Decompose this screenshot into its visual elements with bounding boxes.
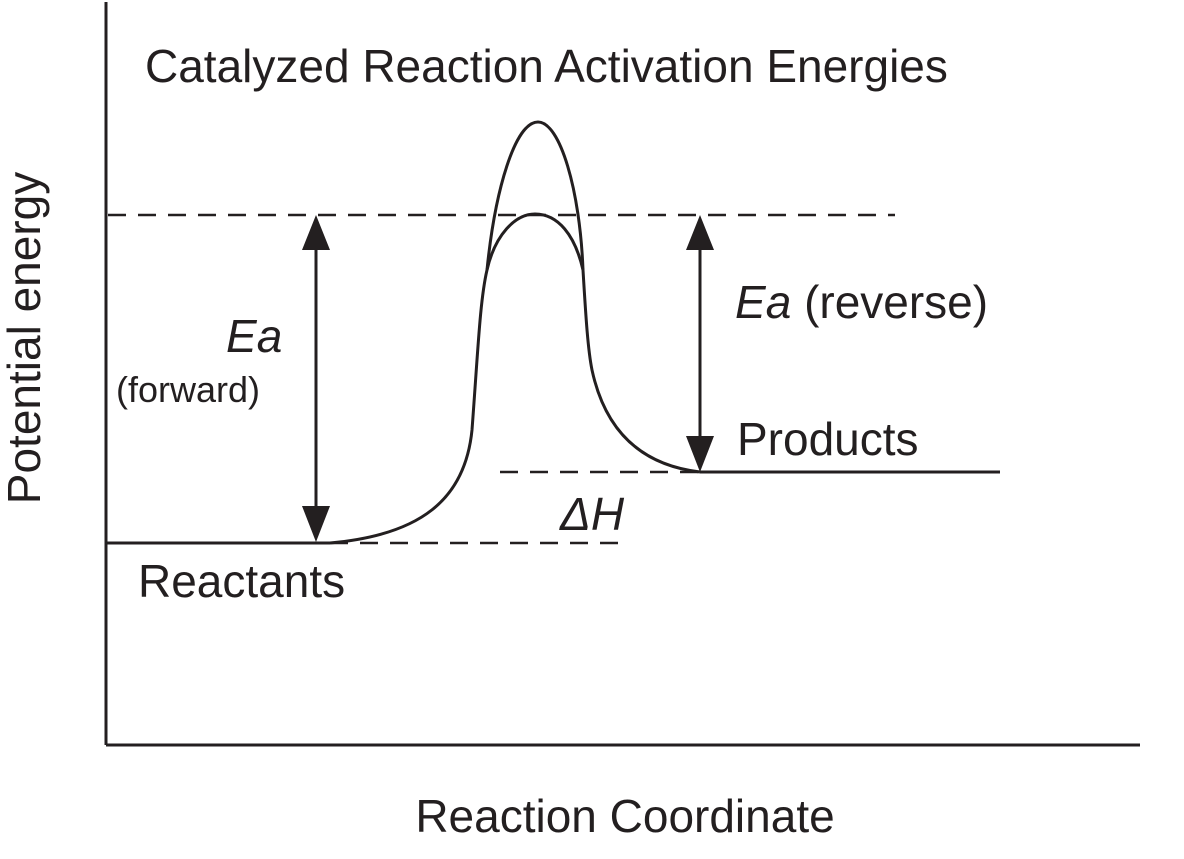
uncatalyzed-reaction-curve bbox=[329, 120, 701, 545]
ea-reverse-label: Ea (reverse) bbox=[735, 276, 988, 328]
x-axis-label: Reaction Coordinate bbox=[415, 790, 834, 842]
reverse-text: (reverse) bbox=[804, 276, 988, 328]
products-label: Products bbox=[737, 413, 919, 465]
ea-reverse-spacer bbox=[791, 276, 804, 328]
ea-forward-label: Ea bbox=[226, 310, 282, 362]
forward-label: (forward) bbox=[116, 369, 260, 410]
ea-reverse-symbol: E bbox=[735, 276, 767, 328]
ea-forward-arrow-up-head bbox=[302, 215, 330, 250]
y-axis-label: Potential energy bbox=[0, 172, 50, 504]
ea-forward-symbol: E bbox=[226, 310, 258, 362]
ea-forward-subscript: a bbox=[257, 310, 283, 362]
diagram-title: Catalyzed Reaction Activation Energies bbox=[145, 40, 948, 92]
ea-forward-arrow-down-head bbox=[302, 506, 330, 542]
ea-reverse-arrow-down-head bbox=[686, 436, 714, 472]
ea-reverse-subscript: a bbox=[766, 276, 792, 328]
ea-reverse-arrow-up-head bbox=[686, 215, 714, 250]
catalyzed-reaction-curve bbox=[485, 212, 585, 271]
delta-h-label: ΔH bbox=[559, 488, 625, 540]
reactants-label: Reactants bbox=[138, 555, 345, 607]
